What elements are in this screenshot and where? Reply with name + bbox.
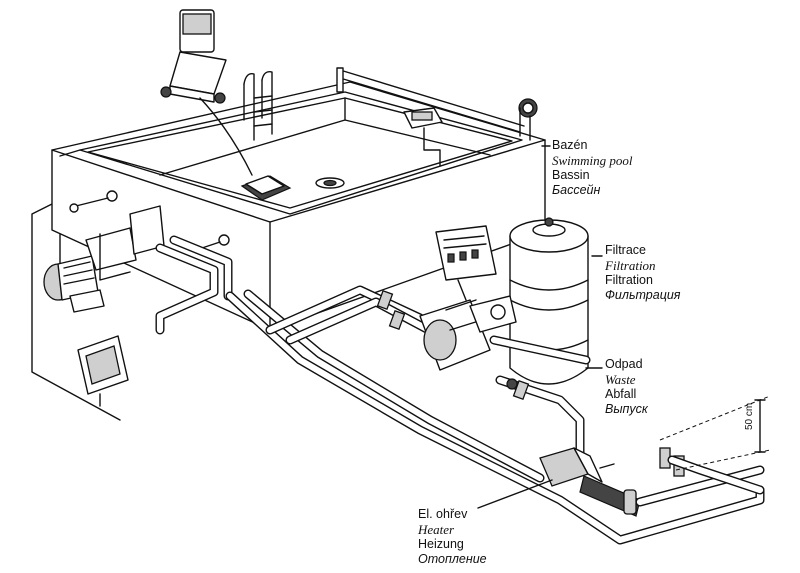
label-pool-cs: Bazén (552, 138, 588, 152)
circulation-pump (43, 205, 165, 313)
label-waste-en: Waste (605, 372, 636, 387)
skimmer (403, 107, 443, 167)
label-pool-en: Swimming pool (552, 153, 633, 168)
label-heater-ru: Отопление (418, 552, 487, 566)
dimension-guide (659, 395, 771, 471)
control-box (77, 335, 129, 407)
cover-roller (336, 67, 538, 141)
left-pipes (155, 235, 233, 335)
label-heater-cs: El. ohřev (418, 507, 468, 521)
leader-lines (477, 145, 603, 509)
pool-cleaner-cart (160, 9, 253, 176)
label-heater: El. ohřev Heater Heizung Отопление (418, 507, 487, 567)
filter-control-box (435, 225, 497, 301)
label-filter-de: Filtration (605, 273, 653, 287)
label-filter-en: Filtration (605, 258, 656, 273)
label-swimming-pool: Bazén Swimming pool Bassin Бассейн (552, 138, 633, 198)
dimension-label: 50 cm (744, 402, 755, 430)
label-heater-en: Heater (418, 522, 455, 537)
label-pool-ru: Бассейн (552, 183, 601, 197)
label-waste-ru: Выпуск (605, 402, 648, 416)
label-waste: Odpad Waste Abfall Выпуск (605, 357, 648, 417)
filter-pump (419, 295, 517, 371)
right-pipes (635, 455, 765, 507)
pool-drain (315, 177, 345, 189)
electric-heater (539, 447, 641, 517)
pool-robot (240, 175, 292, 201)
label-filtration: Filtrace Filtration Filtration Фильтраци… (605, 243, 680, 303)
label-pool-de: Bassin (552, 168, 590, 182)
label-filter-ru: Фильтрация (605, 288, 681, 302)
filter-pipe (265, 285, 445, 345)
label-waste-de: Abfall (605, 387, 637, 401)
waste-pipe (489, 335, 591, 465)
pool-ladder (243, 70, 273, 141)
label-heater-de: Heizung (418, 537, 464, 551)
swimming-pool (51, 81, 546, 331)
label-waste-cs: Odpad (605, 357, 643, 371)
label-filter-cs: Filtrace (605, 243, 646, 257)
